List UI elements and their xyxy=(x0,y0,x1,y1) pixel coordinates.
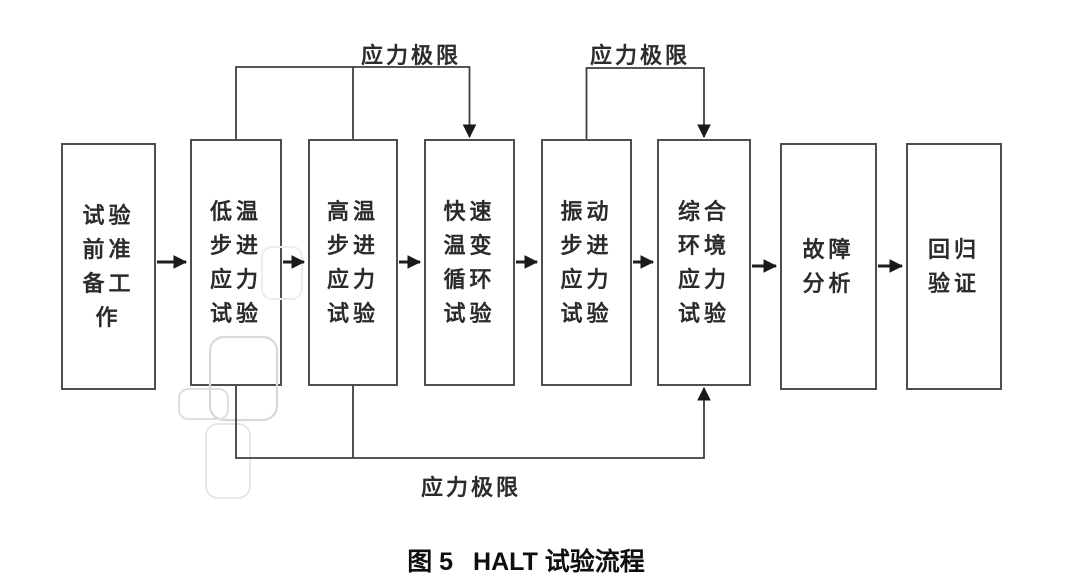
stress-limit-label-bottom: 应力极限 xyxy=(420,475,521,500)
figure-caption-number: 图 5 xyxy=(407,548,454,575)
flow-box-combined-env-stress-label: 综合 环境 应力 试验 xyxy=(677,198,730,326)
flow-box-prep-label: 试验 前准 备工 作 xyxy=(82,202,135,330)
flow-box-low-temp-step: 低温 步进 应力 试验 xyxy=(190,139,282,386)
flow-box-regression-verify: 回归 验证 xyxy=(906,143,1002,390)
flow-box-high-temp-step: 高温 步进 应力 试验 xyxy=(308,139,398,386)
flow-box-failure-analysis-label: 故障 分析 xyxy=(802,236,855,296)
flow-box-low-temp-step-label: 低温 步进 应力 试验 xyxy=(209,198,262,326)
connector-top-right xyxy=(585,67,711,139)
figure-caption-title: HALT 试验流程 xyxy=(473,548,645,575)
stress-limit-label-top-right: 应力极限 xyxy=(589,43,690,68)
flow-box-combined-env-stress: 综合 环境 应力 试验 xyxy=(657,139,751,386)
connector-bottom xyxy=(235,386,711,459)
flow-box-prep: 试验 前准 备工 作 xyxy=(61,143,156,390)
flow-box-failure-analysis: 故障 分析 xyxy=(780,143,877,390)
connector-top-left xyxy=(235,66,477,139)
flow-box-vibration-step: 振动 步进 应力 试验 xyxy=(541,139,632,386)
flow-box-regression-verify-label: 回归 验证 xyxy=(927,236,980,296)
flow-box-rapid-thermal-cycle-label: 快速 温变 循环 试验 xyxy=(443,198,496,326)
flow-box-rapid-thermal-cycle: 快速 温变 循环 试验 xyxy=(424,139,515,386)
flow-box-vibration-step-label: 振动 步进 应力 试验 xyxy=(560,198,613,326)
flow-box-high-temp-step-label: 高温 步进 应力 试验 xyxy=(326,198,379,326)
figure-caption: 图 5 HALT 试验流程 xyxy=(0,542,1066,575)
stress-limit-label-top-left: 应力极限 xyxy=(360,43,461,68)
